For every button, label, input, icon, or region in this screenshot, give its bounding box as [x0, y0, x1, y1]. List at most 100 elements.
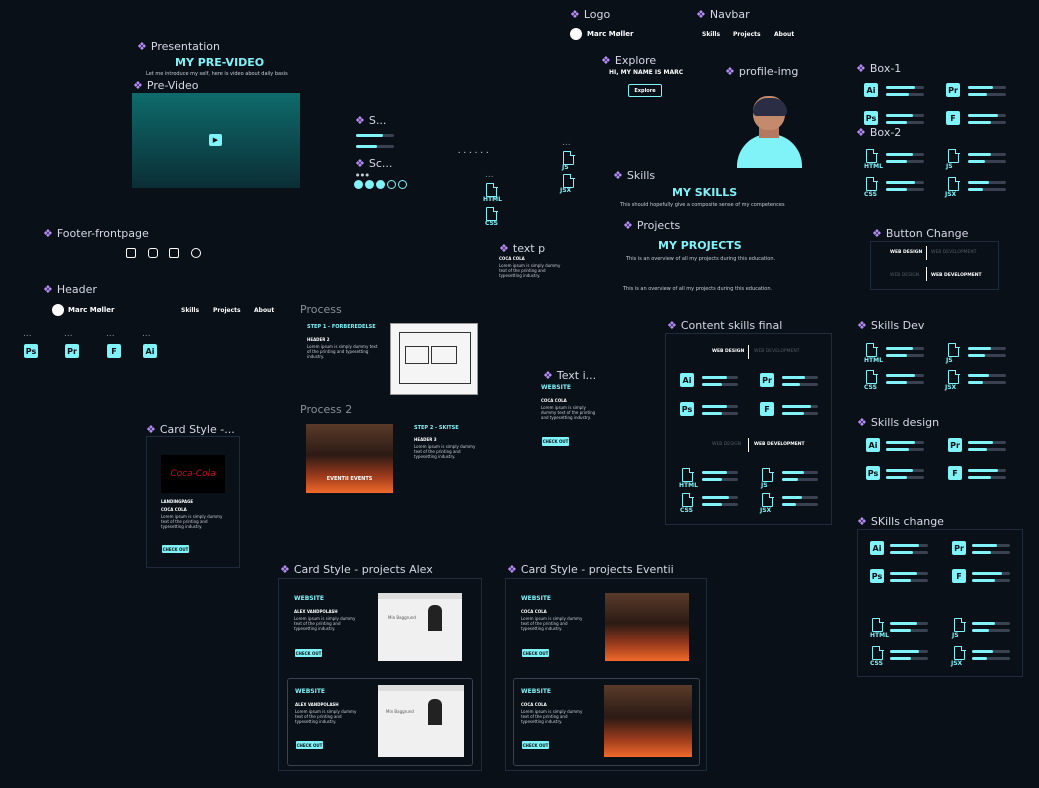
nav-skills[interactable]: Skills — [702, 31, 721, 38]
figma-icon: F — [107, 344, 121, 358]
label-text-i: ❖Text i... — [543, 369, 597, 382]
card-subtitle: COCA COLA — [521, 609, 547, 614]
html-file-icon — [486, 182, 498, 197]
card-eventii-hover[interactable]: WEBSITE COCA COLA Lorem ipsum is simply … — [513, 678, 700, 766]
tab-web-development[interactable]: WEB DEVELOPMENT — [754, 349, 800, 354]
label-process: Process — [300, 303, 342, 316]
card-eventii-panel: WEBSITE COCA COLA Lorem ipsum is simply … — [505, 578, 707, 771]
label-projects: ❖Projects — [623, 219, 681, 232]
skill-bar — [968, 153, 1006, 156]
card-subtitle: ALEX VANDPOLASH — [294, 609, 338, 614]
skill-bar — [782, 496, 818, 499]
css-file-icon — [682, 492, 694, 507]
jsx-file-icon — [563, 173, 575, 188]
skills-change-panel: Ai Pr Ps F HTML JS CSS JSX — [857, 529, 1023, 677]
skill-bar — [972, 629, 1010, 632]
label-skills-dev: ❖Skills Dev — [857, 319, 925, 332]
card-title: WEBSITE — [294, 595, 325, 602]
illustrator-icon: Ai — [680, 373, 694, 387]
card-title: WEBSITE — [521, 595, 552, 602]
coca-cola-logo: Coca-Cola — [161, 455, 225, 493]
github-icon[interactable] — [191, 248, 201, 258]
card-body: Lorem ipsum is simply dummy text of the … — [521, 709, 583, 724]
css-label: CSS — [485, 220, 498, 227]
html-label: HTML — [483, 196, 502, 203]
skill-bar — [968, 160, 1006, 163]
card-alex-hover[interactable]: WEBSITE ALEX VANDPOLASH Lorem ipsum is s… — [287, 678, 473, 766]
explore-button[interactable]: Explore — [628, 84, 662, 97]
label-presentation: ❖Presentation — [137, 40, 220, 53]
process-header: HEADER 2 — [307, 337, 330, 342]
illustrator-icon: Ai — [864, 83, 878, 97]
hero-greeting: HI, MY NAME IS MARC — [609, 69, 684, 76]
label-pre-video: ❖Pre-Video — [133, 79, 199, 92]
tab-web-development-active[interactable]: WEB DEVELOPMENT — [754, 442, 805, 447]
check-out-button[interactable]: CHECK OUT — [522, 741, 549, 749]
alex-bg-text: Min Baggrund — [386, 709, 414, 714]
illustrator-icon: Ai — [866, 438, 880, 452]
profile-image — [737, 82, 802, 168]
skill-bar — [968, 188, 1006, 191]
skill-bar — [968, 469, 1006, 472]
linkedin-icon[interactable] — [169, 248, 179, 258]
photoshop-icon: Ps — [866, 466, 880, 480]
play-icon[interactable]: ▶ — [209, 134, 222, 146]
figma-icon: F — [948, 466, 962, 480]
js-label: JS — [562, 164, 569, 171]
skill-bar — [968, 381, 1006, 384]
instagram-icon[interactable] — [148, 248, 158, 258]
dots-row: • • • • • • — [458, 150, 490, 155]
text-p-body: Lorem ipsum is simply dummy text of the … — [499, 263, 561, 278]
check-out-button[interactable]: CHECK OUT — [162, 545, 189, 553]
eventii-banner: EVENTII EVENTS — [326, 476, 373, 482]
tab-web-design[interactable]: WEB DESIGN — [712, 349, 745, 354]
js-file-icon — [563, 150, 575, 165]
skill-bar — [968, 374, 1006, 377]
label-logo: ❖Logo — [570, 8, 611, 21]
header-nav-projects[interactable]: Projects — [213, 307, 241, 314]
check-out-button[interactable]: CHECK OUT — [295, 649, 322, 657]
css-file-icon — [486, 206, 498, 221]
nav-projects[interactable]: Projects — [733, 31, 761, 38]
check-out-button[interactable]: CHECK OUT — [522, 649, 549, 657]
skill-bar — [886, 181, 924, 184]
skill-bar — [886, 86, 924, 89]
tab-web-design-inactive[interactable]: WEB DESIGN — [890, 273, 920, 278]
pre-video-player[interactable]: ▶ — [132, 93, 300, 188]
skill-bar — [886, 441, 924, 444]
button-change-panel: WEB DESIGN WEB DEVELOPMENT WEB DESIGN WE… — [870, 241, 999, 290]
ellipsis: ... — [562, 138, 571, 148]
tab-web-design-inactive[interactable]: WEB DESIGN — [712, 442, 742, 447]
check-out-button[interactable]: CHECK OUT — [296, 741, 323, 749]
check-out-button[interactable]: CHECK OUT — [542, 437, 569, 446]
ellipsis: ... — [23, 329, 32, 339]
card-title: WEBSITE — [521, 688, 552, 695]
html-label: HTML — [864, 163, 883, 170]
nav-about[interactable]: About — [774, 31, 795, 38]
skill-bar — [886, 188, 924, 191]
tab-web-development-active[interactable]: WEB DEVELOPMENT — [931, 273, 982, 278]
header-logo-icon — [52, 304, 64, 316]
header-nav-about[interactable]: About — [254, 307, 275, 314]
alex-bg-text: Min Baggrund — [388, 615, 416, 620]
scale-label: ● ● ● — [356, 172, 370, 177]
tab-web-development[interactable]: WEB DEVELOPMENT — [931, 250, 977, 255]
facebook-icon[interactable] — [126, 248, 136, 258]
tab-web-design[interactable]: WEB DESIGN — [890, 250, 923, 255]
js-label: JS — [761, 482, 768, 489]
premiere-icon: Pr — [65, 344, 79, 358]
label-skills: ❖Skills — [613, 169, 656, 182]
skill-bar — [702, 496, 738, 499]
card-body: Lorem ipsum is simply dummy text of the … — [521, 616, 583, 631]
skill-bar — [968, 114, 1006, 117]
skill-bar — [968, 181, 1006, 184]
js-file-icon — [762, 467, 774, 482]
header-nav-skills[interactable]: Skills — [181, 307, 200, 314]
html-file-icon — [872, 617, 884, 632]
skill-bar — [886, 469, 924, 472]
photoshop-icon: Ps — [680, 402, 694, 416]
eventii-screenshot: EVENTII EVENTS — [306, 424, 393, 493]
text-i-body: Lorem ipsum is simply dummy text of the … — [541, 405, 596, 420]
ellipsis: ... — [142, 329, 151, 339]
header-logo-text: Marc Møller — [68, 306, 115, 314]
